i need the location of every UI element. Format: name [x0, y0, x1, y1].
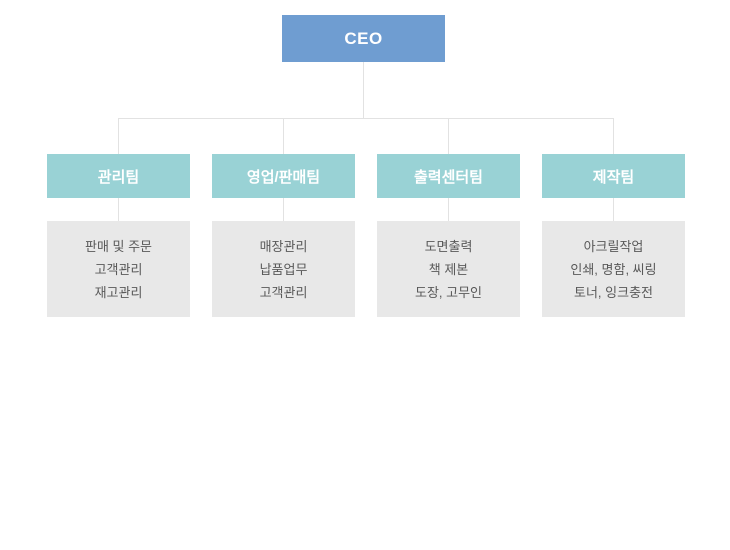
connector-root-stem: [363, 62, 364, 118]
connector-stem-0: [118, 198, 119, 221]
team-node-label: 영업/판매팀: [246, 168, 321, 186]
team-node: 출력센터팀: [377, 154, 520, 198]
duty-item: 판매 및 주문: [84, 238, 153, 254]
team-duties: 판매 및 주문 고객관리 재고관리: [47, 221, 190, 317]
connector-branch-rail: [118, 118, 614, 119]
team-column-3: 제작팀 아크릴작업 인쇄, 명함, 씨링 토너, 잉크충전: [542, 118, 685, 317]
connector-stem-1: [283, 198, 284, 221]
duty-item: 아크릴작업: [583, 238, 644, 254]
duty-item: 고객관리: [259, 284, 308, 300]
duty-item: 도장, 고무인: [414, 284, 483, 300]
duty-item: 재고관리: [94, 284, 143, 300]
team-column-1: 영업/판매팀 매장관리 납품업무 고객관리: [212, 118, 355, 317]
team-duties: 아크릴작업 인쇄, 명함, 씨링 토너, 잉크충전: [542, 221, 685, 317]
team-duties: 도면출력 책 제본 도장, 고무인: [377, 221, 520, 317]
team-node-label: 관리팀: [97, 168, 140, 186]
connector-stem-2: [448, 198, 449, 221]
team-column-0: 관리팀 판매 및 주문 고객관리 재고관리: [47, 118, 190, 317]
duty-item: 토너, 잉크충전: [574, 284, 653, 300]
team-node-label: 제작팀: [592, 168, 635, 186]
duty-item: 도면출력: [424, 238, 473, 254]
connector-drop-1: [283, 118, 284, 154]
duty-item: 매장관리: [259, 238, 308, 254]
duty-item: 인쇄, 명함, 씨링: [570, 261, 657, 277]
connector-drop-2: [448, 118, 449, 154]
team-node: 제작팀: [542, 154, 685, 198]
root-node-ceo: CEO: [282, 15, 445, 62]
team-node: 관리팀: [47, 154, 190, 198]
team-node: 영업/판매팀: [212, 154, 355, 198]
connector-drop-3: [613, 118, 614, 154]
duty-item: 납품업무: [259, 261, 308, 277]
team-column-2: 출력센터팀 도면출력 책 제본 도장, 고무인: [377, 118, 520, 317]
duty-item: 책 제본: [428, 261, 469, 277]
team-duties: 매장관리 납품업무 고객관리: [212, 221, 355, 317]
duty-item: 고객관리: [94, 261, 143, 277]
team-node-label: 출력센터팀: [413, 168, 483, 186]
connector-stem-3: [613, 198, 614, 221]
root-node-label: CEO: [344, 28, 383, 48]
connector-drop-0: [118, 118, 119, 154]
